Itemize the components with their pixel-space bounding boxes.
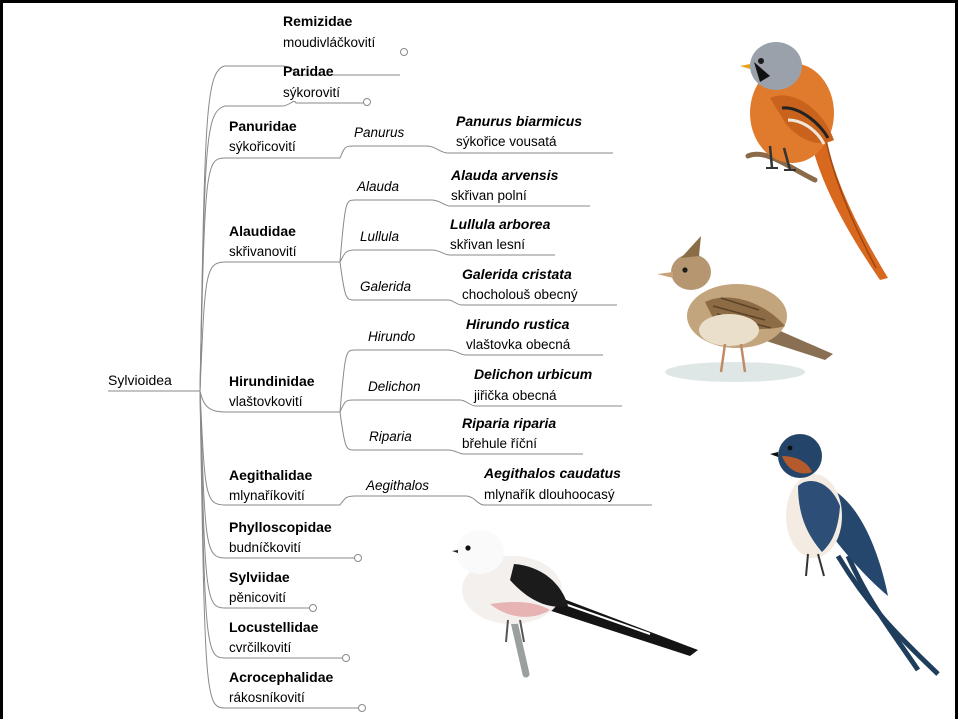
phylloscopidae-end-node bbox=[355, 555, 362, 562]
paridae-end-node bbox=[364, 99, 371, 106]
locustellidae-end-node bbox=[343, 655, 350, 662]
czech-aegithalos-caudatus: mlynařík dlouhoocasý bbox=[484, 487, 615, 502]
species-galerida-cristata: Galerida cristata bbox=[462, 266, 572, 282]
species-lullula-arborea: Lullula arborea bbox=[450, 216, 551, 232]
family-name-sylviidae: Sylviidae bbox=[229, 569, 290, 585]
family-czech-acrocephalidae: rákosníkovití bbox=[229, 690, 305, 705]
family-name-paridae: Paridae bbox=[283, 63, 334, 79]
family-czech-hirundinidae: vlaštovkovití bbox=[229, 394, 303, 409]
czech-lullula-arborea: skřivan lesní bbox=[450, 237, 525, 252]
genus-alauda: Alauda bbox=[356, 179, 400, 194]
family-name-alaudidae: Alaudidae bbox=[229, 223, 296, 239]
family-czech-alaudidae: skřivanovití bbox=[229, 244, 297, 259]
species-delichon-urbicum: Delichon urbicum bbox=[474, 366, 592, 382]
family-name-phylloscopidae: Phylloscopidae bbox=[229, 519, 332, 535]
czech-hirundo-rustica: vlaštovka obecná bbox=[466, 337, 571, 352]
family-czech-locustellidae: cvrčilkovití bbox=[229, 640, 292, 655]
czech-galerida-cristata: chocholouš obecný bbox=[462, 287, 578, 302]
family-name-aegithalidae: Aegithalidae bbox=[229, 467, 312, 483]
genus-hirundo: Hirundo bbox=[368, 329, 416, 344]
species-aegithalos-caudatus: Aegithalos caudatus bbox=[483, 465, 621, 481]
czech-panurus-biarmicus: sýkořice vousatá bbox=[456, 134, 557, 149]
genus-panurus: Panurus bbox=[354, 125, 405, 140]
species-panurus-biarmicus: Panurus biarmicus bbox=[456, 113, 582, 129]
genus-galerida: Galerida bbox=[360, 279, 412, 294]
barn-swallow-illustration bbox=[768, 426, 948, 676]
acrocephalidae-end-node bbox=[359, 705, 366, 712]
genus-riparia: Riparia bbox=[369, 429, 412, 444]
family-czech-aegithalidae: mlynaříkovití bbox=[229, 488, 305, 503]
czech-alauda-arvensis: skřivan polní bbox=[451, 188, 527, 203]
sylviidae-end-node bbox=[310, 605, 317, 612]
family-czech-panuridae: sýkořicovití bbox=[229, 139, 296, 154]
genus-lullula: Lullula bbox=[360, 229, 400, 244]
family-czech-sylviidae: pěnicovití bbox=[229, 590, 286, 605]
family-name-panuridae: Panuridae bbox=[229, 118, 297, 134]
genus-delichon: Delichon bbox=[368, 379, 421, 394]
czech-delichon-urbicum: jiřička obecná bbox=[473, 388, 557, 403]
family-name-locustellidae: Locustellidae bbox=[229, 619, 319, 635]
family-name-remizidae: Remizidae bbox=[283, 13, 352, 29]
species-alauda-arvensis: Alauda arvensis bbox=[450, 167, 559, 183]
family-name-acrocephalidae: Acrocephalidae bbox=[229, 669, 333, 685]
family-name-hirundinidae: Hirundinidae bbox=[229, 373, 315, 389]
family-czech-remizidae: moudivláčkovití bbox=[283, 35, 376, 50]
long-tailed-tit-illustration bbox=[450, 524, 702, 680]
remizidae-end-node bbox=[401, 49, 408, 56]
family-czech-paridae: sýkorovití bbox=[283, 85, 340, 100]
species-riparia-riparia: Riparia riparia bbox=[462, 415, 556, 431]
crested-lark-illustration bbox=[655, 232, 840, 392]
czech-riparia-riparia: břehule říční bbox=[462, 436, 537, 451]
species-hirundo-rustica: Hirundo rustica bbox=[466, 316, 570, 332]
genus-aegithalos: Aegithalos bbox=[365, 478, 429, 493]
root-label: Sylvioidea bbox=[108, 372, 172, 388]
family-czech-phylloscopidae: budníčkovití bbox=[229, 540, 301, 555]
